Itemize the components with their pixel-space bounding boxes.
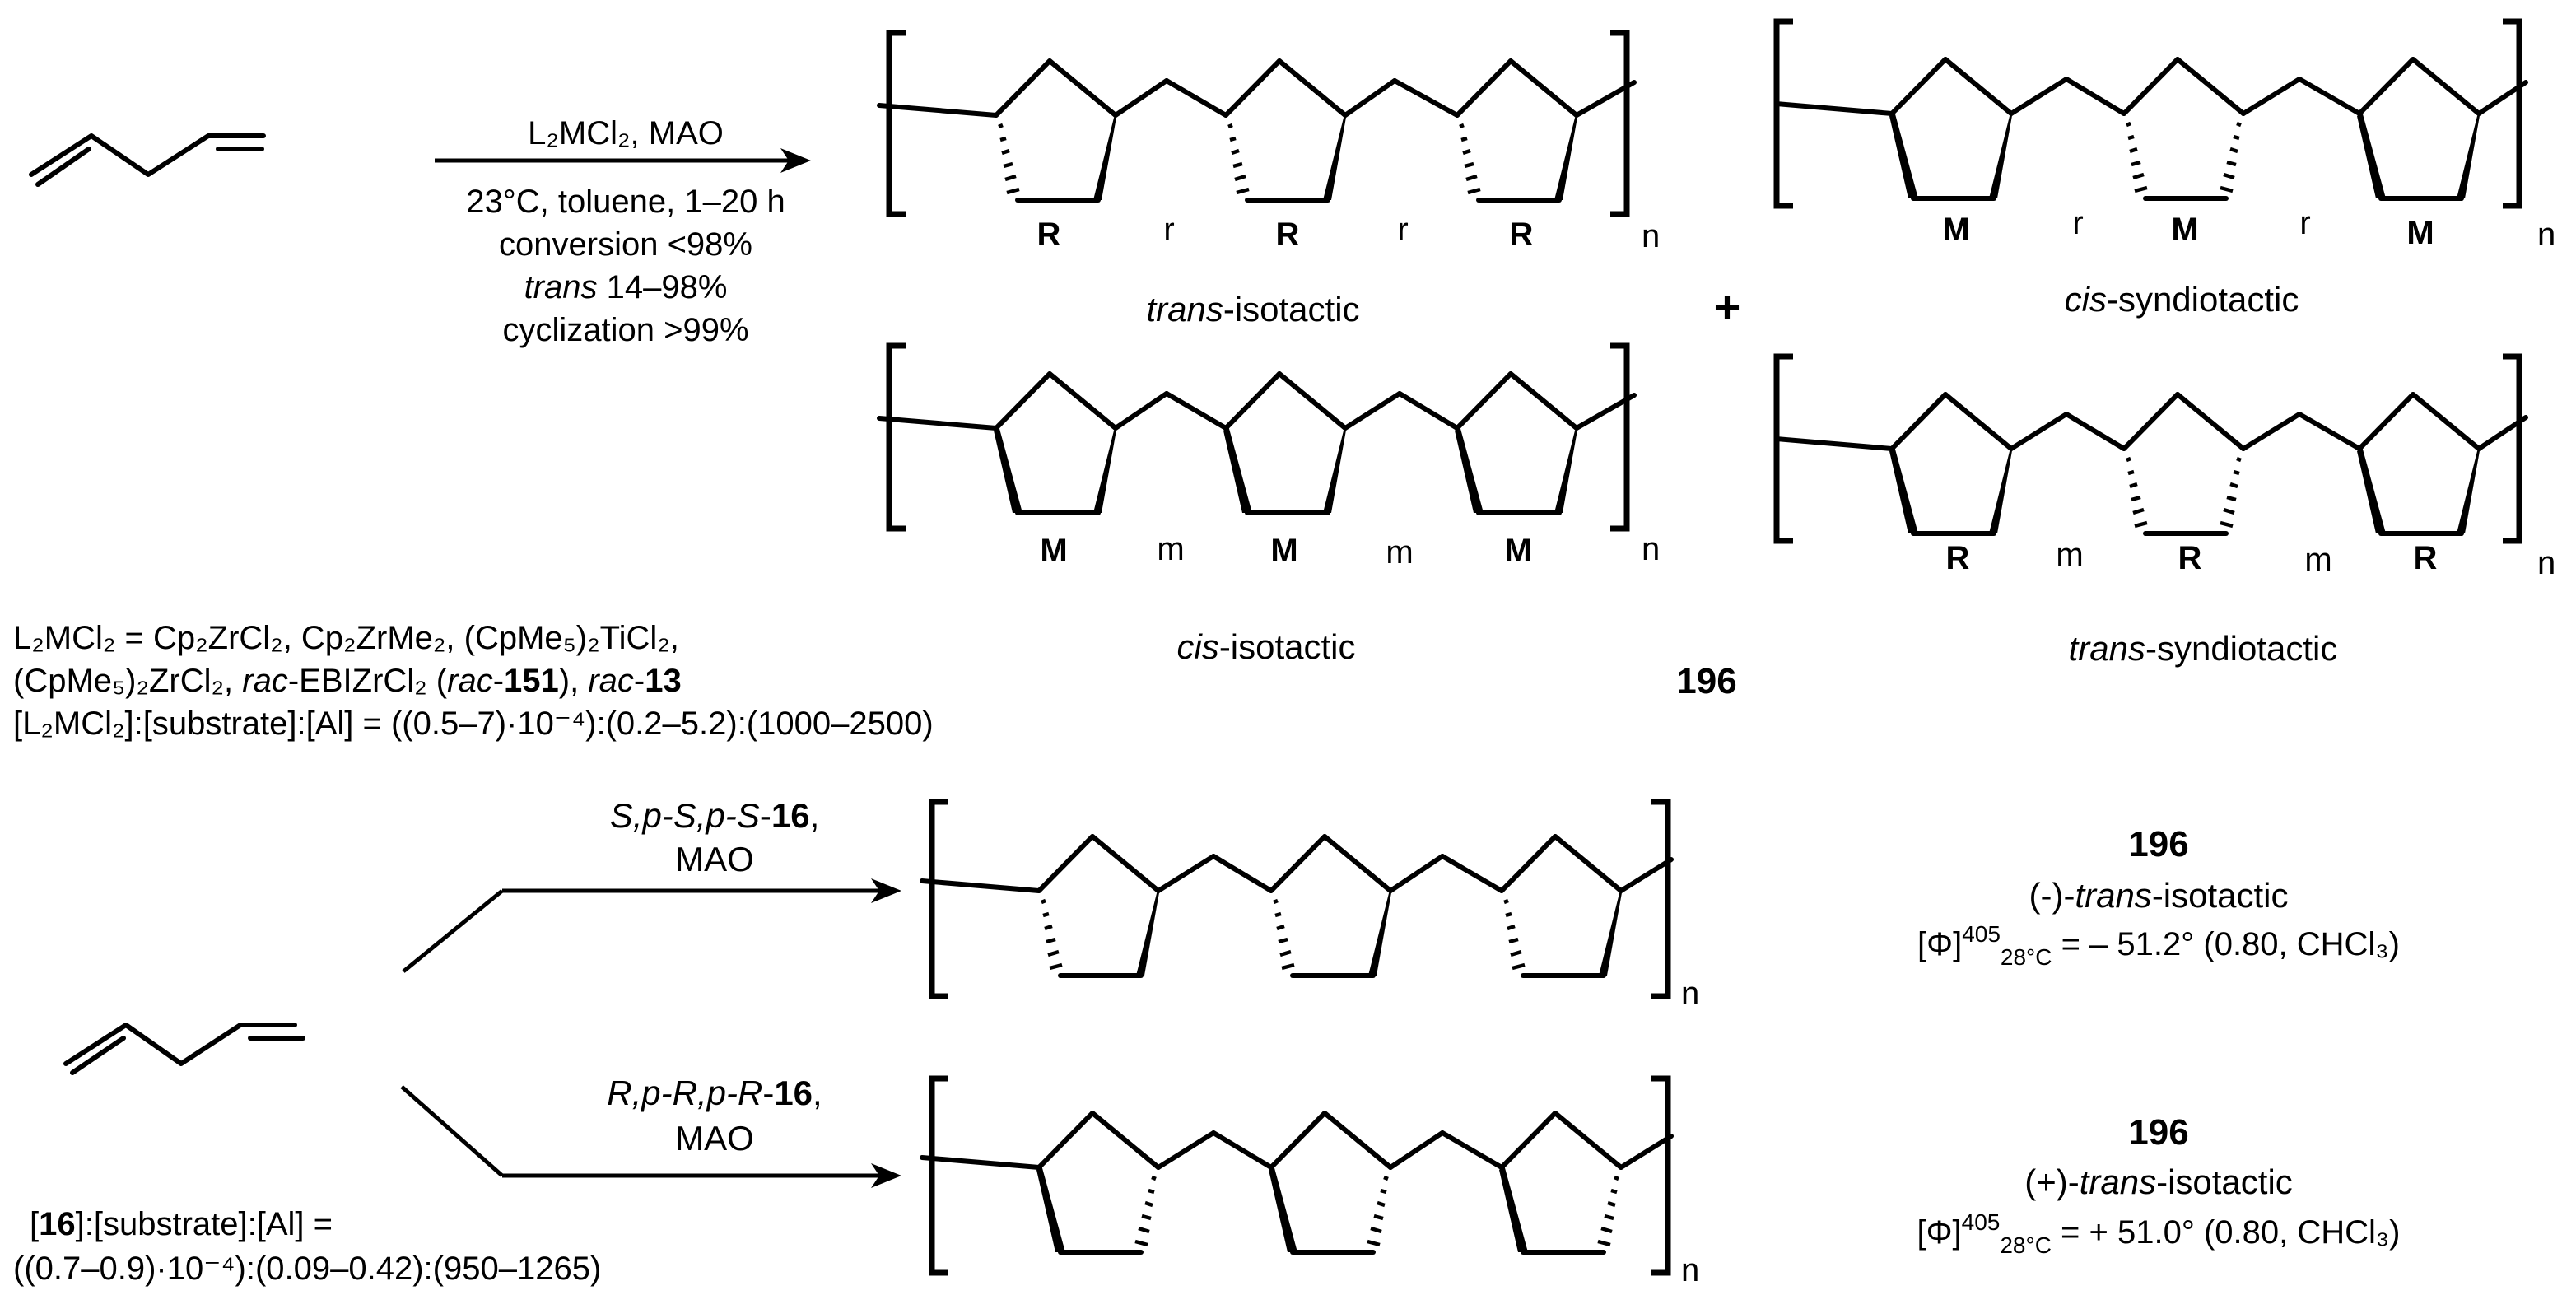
svg-text:R: R <box>1276 217 1300 253</box>
svg-text:R: R <box>1946 540 1970 576</box>
upper-optical-rotation: [Φ]40528°C = – 51.2° (0.80, CHCl₃) <box>1917 921 2400 970</box>
ratio-definition: [L₂MCl₂]:[substrate]:[Al] = ((0.5–7)·10⁻… <box>13 706 934 742</box>
svg-text:r: r <box>2299 205 2310 241</box>
lower-compound-number: 196 <box>2128 1112 2188 1153</box>
hexadiene-top <box>29 133 266 187</box>
svg-text:M: M <box>1270 533 1297 569</box>
polymer-cis-isotactic: M m M m M n <box>877 342 1660 571</box>
reaction-arrow-lower <box>400 1085 901 1188</box>
svg-text:r: r <box>1397 212 1408 248</box>
catalyst-definition-2: (CpMe₅)₂ZrCl₂, rac-EBIZrCl₂ (rac-151), r… <box>13 663 682 699</box>
condition-temp: 23°C, toluene, 1–20 h <box>466 184 785 220</box>
polymer-name-cis-isotactic: cis-isotactic <box>1176 627 1355 666</box>
condition-conversion: conversion <98% <box>499 226 752 263</box>
polymer-plus-trans-isotactic: n <box>920 1075 1699 1288</box>
svg-text:n: n <box>2537 217 2555 253</box>
reagent-label: L₂MCl₂, MAO <box>528 115 724 151</box>
svg-text:n: n <box>1642 531 1660 567</box>
svg-text:M: M <box>2171 212 2198 248</box>
svg-text:R: R <box>2414 540 2438 576</box>
svg-text:n: n <box>1681 1252 1699 1288</box>
ratio-definition-2: [16]:[substrate]:[Al] = <box>30 1206 333 1242</box>
svg-text:m: m <box>1386 534 1413 571</box>
lower-optical-rotation: [Φ]40528°C = + 51.0° (0.80, CHCl₃) <box>1917 1209 2401 1258</box>
ratio-values-2: ((0.7–0.9)·10⁻⁴):(0.09–0.42):(950–1265) <box>13 1251 601 1287</box>
compound-number-196: 196 <box>1676 661 1736 701</box>
svg-text:r: r <box>1163 212 1174 248</box>
lower-product-name: (+)-trans-isotactic <box>2024 1162 2293 1201</box>
svg-text:n: n <box>2537 545 2555 581</box>
upper-compound-number: 196 <box>2128 824 2188 864</box>
lower-mao-label: MAO <box>675 1119 754 1158</box>
polymer-name-trans-syndiotactic: trans-syndiotactic <box>2069 629 2338 668</box>
svg-text:R: R <box>1510 217 1534 253</box>
hexadiene-bottom <box>63 1023 305 1075</box>
polymer-name-trans-isotactic: trans-isotactic <box>1146 290 1359 328</box>
polymer-minus-trans-isotactic: n <box>920 799 1699 1012</box>
condition-trans: trans 14–98% <box>524 269 728 305</box>
svg-text:n: n <box>1642 218 1660 254</box>
reaction-arrow-1 <box>435 148 811 173</box>
svg-text:R: R <box>1037 217 1061 253</box>
svg-text:r: r <box>2072 205 2083 241</box>
svg-text:n: n <box>1681 976 1699 1012</box>
catalyst-definition-1: L₂MCl₂ = Cp₂ZrCl₂, Cp₂ZrMe₂, (CpMe₅)₂TiC… <box>13 620 679 656</box>
reaction-arrow-upper <box>402 878 901 973</box>
svg-text:M: M <box>1504 533 1531 569</box>
svg-text:M: M <box>1040 533 1067 569</box>
svg-text:M: M <box>1942 212 1969 248</box>
upper-catalyst-label: S,p-S,p-S-16, <box>610 796 819 835</box>
upper-product-name: (-)-trans-isotactic <box>2029 876 2288 915</box>
svg-text:m: m <box>2304 542 2331 578</box>
svg-text:m: m <box>1157 531 1184 567</box>
svg-text:R: R <box>2178 540 2202 576</box>
svg-text:m: m <box>2056 537 2083 573</box>
polymer-cis-syndiotactic: M r M r M n <box>1773 18 2555 253</box>
lower-catalyst-label: R,p-R,p-R-16, <box>607 1074 822 1112</box>
svg-text:M: M <box>2406 215 2434 251</box>
polymer-trans-syndiotactic: R m R m R n <box>1773 353 2555 581</box>
polymer-name-cis-syndiotactic: cis-syndiotactic <box>2065 280 2299 319</box>
condition-cyclization: cyclization >99% <box>502 312 748 348</box>
upper-mao-label: MAO <box>675 840 754 878</box>
polymer-trans-isotactic: R r R r R n <box>877 30 1660 254</box>
plus-sign: + <box>1714 281 1741 333</box>
